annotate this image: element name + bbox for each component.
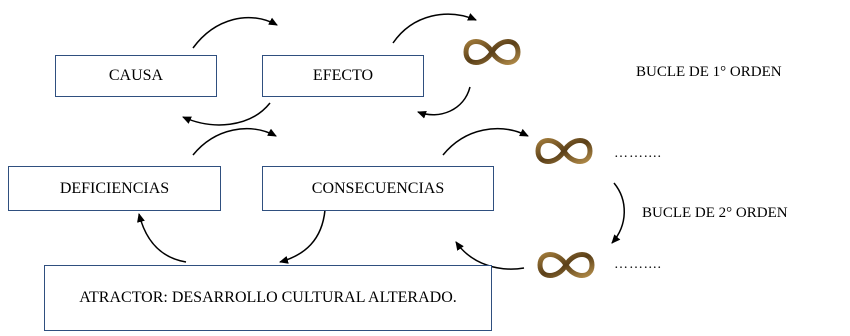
efecto-label: EFECTO (312, 67, 374, 84)
dots-upper: …….... (614, 146, 662, 161)
bucle-2-label: BUCLE DE 2° ORDEN (642, 205, 788, 221)
causa-label: CAUSA (108, 67, 164, 84)
consecuencias-label: CONSECUENCIAS (311, 179, 445, 197)
efecto-box: EFECTO (262, 55, 424, 97)
bucle-1-label: BUCLE DE 1° ORDEN (636, 64, 782, 80)
causa-box: CAUSA (55, 55, 217, 97)
attractor-box: ATRACTOR: DESARROLLO CULTURAL ALTERADO. (44, 265, 492, 331)
consecuencias-box: CONSECUENCIAS (262, 166, 494, 211)
arrow-efecto-to-causa (182, 102, 271, 126)
arrow-loop2-to-loop3 (611, 182, 625, 244)
infinity-icon (537, 252, 595, 278)
attractor-label: ATRACTOR: DESARROLLO CULTURAL ALTERADO. (79, 289, 457, 306)
arrow-consecuencias-to-loop2 (442, 127, 529, 156)
arrow-attractor-to-deficiencias (137, 213, 187, 263)
deficiencias-label: DEFICIENCIAS (59, 179, 170, 197)
arrow-consecuencias-to-attractor (279, 209, 326, 264)
infinity-icon (535, 138, 593, 164)
infinity-icon (463, 39, 521, 65)
dots-lower: …….... (614, 257, 662, 272)
arrow-loop1-to-efecto (417, 86, 471, 119)
arrow-deficiencias-to-consecuencias (192, 128, 277, 156)
arrow-causa-to-efecto (192, 16, 278, 49)
arrow-efecto-to-loop1 (392, 13, 477, 44)
deficiencias-box: DEFICIENCIAS (8, 166, 221, 211)
